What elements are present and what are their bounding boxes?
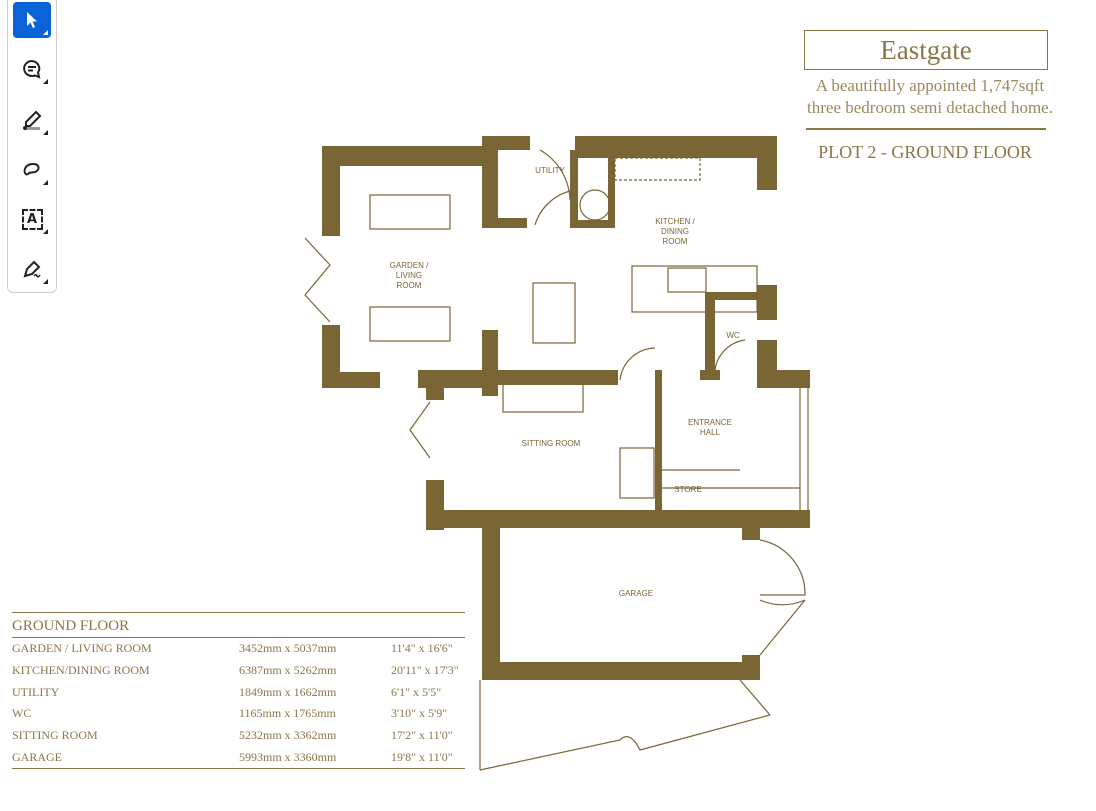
cell-room: GARAGE bbox=[12, 749, 62, 764]
room-label-wc: WC bbox=[726, 331, 740, 340]
highlighter-icon bbox=[23, 110, 42, 130]
room-label-garden-living-2: LIVING bbox=[396, 271, 422, 280]
lasso-icon bbox=[23, 162, 40, 176]
divider bbox=[806, 128, 1046, 130]
cell-metric: 1165mm x 1765mm bbox=[239, 706, 336, 721]
cell-imperial: 11'4" x 16'6" bbox=[391, 641, 453, 656]
cell-imperial: 3'10" x 5'9" bbox=[391, 706, 448, 721]
room-label-garden-living-3: ROOM bbox=[397, 281, 422, 290]
comment-tool-button[interactable] bbox=[13, 51, 51, 87]
room-label-sitting: SITTING ROOM bbox=[522, 439, 581, 448]
cell-imperial: 17'2" x 11'0" bbox=[391, 728, 453, 743]
room-schedule: GROUND FLOOR GARDEN / LIVING ROOM 3452mm … bbox=[12, 612, 465, 770]
cell-metric: 5993mm x 3360mm bbox=[239, 749, 337, 764]
table-row: UTILITY 1849mm x 1662mm 6'1" x 5'5" bbox=[12, 681, 465, 703]
table-row: GARAGE 5993mm x 3360mm 19'8" x 11'0" bbox=[12, 746, 465, 768]
room-label-garage: GARAGE bbox=[619, 589, 653, 598]
cell-room: WC bbox=[12, 706, 32, 721]
plot-label: PLOT 2 - GROUND FLOOR bbox=[818, 142, 1032, 162]
room-label-kitchen-3: ROOM bbox=[663, 237, 688, 246]
cell-metric: 3452mm x 5037mm bbox=[239, 641, 337, 656]
annotation-toolbar: A bbox=[7, 0, 57, 293]
description-line-1: A beautifully appointed 1,747sqft bbox=[815, 76, 1045, 95]
cell-metric: 1849mm x 1662mm bbox=[239, 684, 337, 699]
walls bbox=[322, 136, 810, 680]
room-label-kitchen: KITCHEN / bbox=[655, 217, 695, 226]
cell-room: SITTING ROOM bbox=[12, 728, 98, 743]
property-description: A beautifully appointed 1,747sqft three … bbox=[780, 75, 1080, 119]
cell-room: UTILITY bbox=[12, 684, 60, 699]
cell-room: KITCHEN/DINING ROOM bbox=[12, 663, 150, 678]
room-label-kitchen-2: DINING bbox=[661, 227, 689, 236]
select-tool-button[interactable] bbox=[13, 2, 51, 38]
text-box-icon: A bbox=[21, 208, 43, 230]
schedule-table: GARDEN / LIVING ROOM 3452mm x 5037mm 11'4"… bbox=[12, 638, 465, 770]
pen-nib-icon bbox=[23, 260, 41, 278]
table-row: KITCHEN/DINING ROOM 6387mm x 5262mm 20'11"… bbox=[12, 660, 465, 682]
description-line-2: three bedroom semi detached home. bbox=[807, 98, 1053, 117]
cell-imperial: 20'11" x 17'3" bbox=[391, 663, 459, 678]
table-row: GARDEN / LIVING ROOM 3452mm x 5037mm 11'4"… bbox=[12, 638, 465, 660]
arrow-pointer-icon bbox=[27, 12, 37, 28]
development-title: Eastgate bbox=[804, 30, 1048, 70]
cell-metric: 5232mm x 3362mm bbox=[239, 728, 337, 743]
fixtures bbox=[304, 149, 809, 771]
sign-tool-button[interactable] bbox=[13, 251, 51, 287]
room-label-hall-2: HALL bbox=[700, 428, 721, 437]
table-row: WC 1165mm x 1765mm 3'10" x 5'9" bbox=[12, 703, 465, 725]
room-label-garden-living: GARDEN / bbox=[390, 261, 429, 270]
cell-imperial: 19'8" x 11'0" bbox=[391, 749, 453, 764]
cell-room: GARDEN / LIVING ROOM bbox=[12, 641, 152, 656]
lasso-tool-button[interactable] bbox=[13, 152, 51, 188]
cell-imperial: 6'1" x 5'5" bbox=[391, 684, 442, 699]
table-row: SITTING ROOM 5232mm x 3362mm 17'2" x 11'0" bbox=[12, 725, 465, 747]
schedule-heading: GROUND FLOOR bbox=[12, 612, 465, 638]
speech-bubble-icon bbox=[23, 59, 41, 79]
room-label-hall: ENTRANCE bbox=[688, 418, 732, 427]
text-tool-button[interactable]: A bbox=[13, 201, 51, 237]
room-label-store: STORE bbox=[674, 485, 701, 494]
highlight-tool-button[interactable] bbox=[13, 102, 51, 138]
cell-metric: 6387mm x 5262mm bbox=[239, 663, 337, 678]
room-label-utility: UTILITY bbox=[535, 166, 565, 175]
